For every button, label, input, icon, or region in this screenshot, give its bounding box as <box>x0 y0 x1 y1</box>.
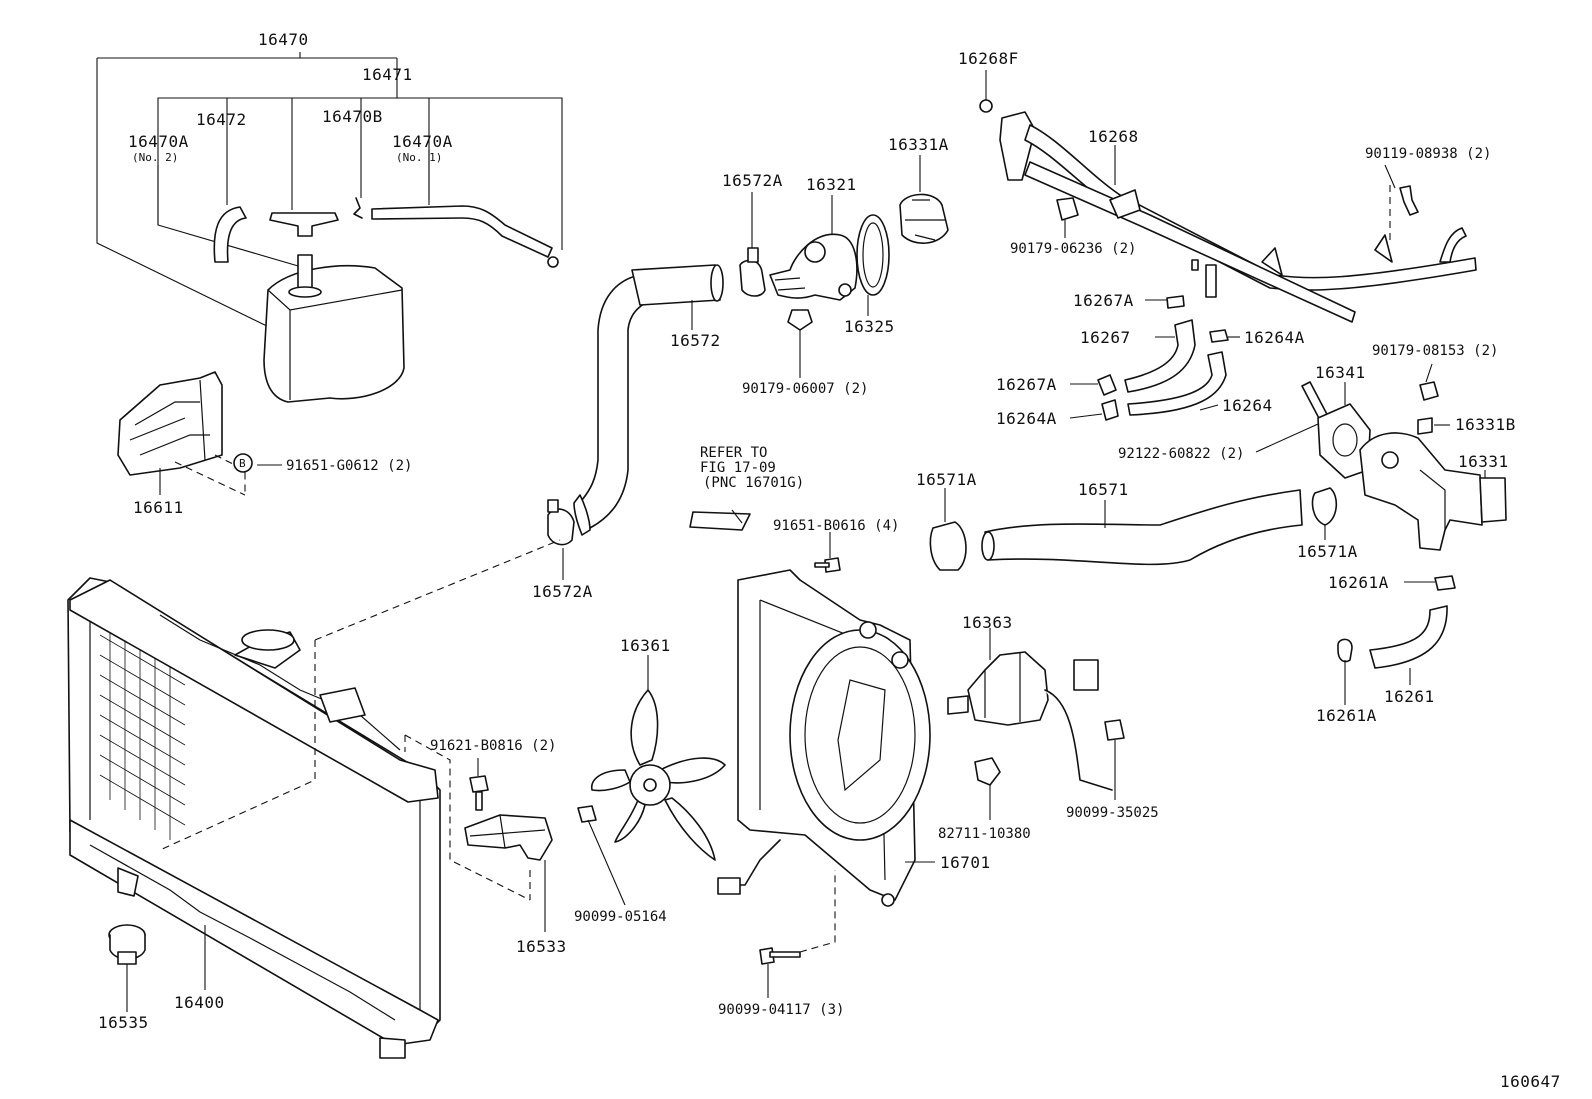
drain-cock-16535 <box>108 924 146 965</box>
label-16472: 16472 <box>196 110 247 129</box>
label-16268: 16268 <box>1088 127 1139 146</box>
label-16572a-top: 16572A <box>722 171 783 190</box>
hose-16264 <box>1101 329 1229 421</box>
nut-90179-06236 <box>1056 197 1079 221</box>
fan-motor-16363 <box>947 651 1113 791</box>
label-90119-08938: 90119-08938 (2) <box>1365 146 1491 162</box>
label-no2: (No. 2) <box>132 151 178 164</box>
gasket-16325 <box>856 214 890 296</box>
label-90179-06236: 90179-06236 (2) <box>1010 241 1136 257</box>
label-16264a-right: 16264A <box>1244 328 1305 347</box>
label-82711-10380: 82711-10380 <box>938 826 1031 842</box>
radiator-bracket-16533 <box>464 814 553 861</box>
label-16470: 16470 <box>258 30 309 49</box>
seal-16331b <box>1417 417 1433 435</box>
connector-82711-10380 <box>974 757 1001 786</box>
refer-note-line3: (PNC 16701G) <box>703 475 804 491</box>
bolt-91621-b0816 <box>469 775 489 793</box>
reservoir-hose-16472 <box>213 206 247 263</box>
refer-note-line2: FIG 17-09 <box>700 460 776 476</box>
clamp-16571a-left <box>929 521 967 571</box>
nut-90099-05164 <box>577 805 597 823</box>
water-outlet-16321 <box>769 233 858 301</box>
bolt-91651-b0616 <box>824 557 841 573</box>
clamp-90099-35025 <box>1104 719 1125 741</box>
fan-shroud-16701 <box>717 569 931 907</box>
label-16361: 16361 <box>620 636 671 655</box>
label-16470a-no1: 16470A <box>392 132 453 151</box>
thermostat-16331a <box>899 193 949 244</box>
upper-radiator-hose-16572 <box>573 264 724 536</box>
label-16331: 16331 <box>1458 452 1509 471</box>
fan-shroud-reference-part <box>689 511 751 531</box>
label-16572: 16572 <box>670 331 721 350</box>
label-16471: 16471 <box>362 65 413 84</box>
label-16572a-bottom: 16572A <box>532 582 593 601</box>
label-16341: 16341 <box>1315 363 1366 382</box>
label-16267a-top: 16267A <box>1073 291 1134 310</box>
label-16267: 16267 <box>1080 328 1131 347</box>
label-16264: 16264 <box>1222 396 1273 415</box>
label-16264a-left: 16264A <box>996 409 1057 428</box>
radiator-16400 <box>67 539 561 1059</box>
label-90179-06007: 90179-06007 (2) <box>742 381 868 397</box>
label-16533: 16533 <box>516 937 567 956</box>
clamp-16571a-right <box>1311 487 1338 526</box>
hose-16261 <box>1369 605 1448 669</box>
nut-90179-06007 <box>787 309 813 331</box>
part-labels: 16470 16471 16472 16470B 16470A (No. 2) … <box>98 30 1561 1091</box>
label-16535: 16535 <box>98 1013 149 1032</box>
lower-radiator-hose-16571 <box>981 489 1303 566</box>
label-90099-05164: 90099-05164 <box>574 909 667 925</box>
bolt-90119-08938 <box>1399 185 1419 216</box>
label-91651-b0616: 91651-B0616 (4) <box>773 518 899 534</box>
label-16611: 16611 <box>133 498 184 517</box>
label-91621-b0816: 91621-B0816 (2) <box>430 738 556 754</box>
label-16571a-right: 16571A <box>1297 542 1358 561</box>
clamp-16261a-top <box>1434 575 1456 591</box>
overflow-hose-16470a <box>371 205 553 258</box>
leader-lines <box>126 70 1486 1012</box>
hose-16267 <box>1097 295 1196 396</box>
water-bypass-pipe-16268 <box>979 99 1477 323</box>
reservoir-group <box>96 52 563 403</box>
bracket-16611 <box>117 371 253 496</box>
figure-id: 160647 <box>1500 1072 1561 1091</box>
label-16261a-top: 16261A <box>1328 573 1389 592</box>
label-16321: 16321 <box>806 175 857 194</box>
label-91651-g0612: 91651-G0612 (2) <box>286 458 412 474</box>
label-16331b: 16331B <box>1455 415 1516 434</box>
label-92122-60822: 92122-60822 (2) <box>1118 446 1244 462</box>
label-16331a: 16331A <box>888 135 949 154</box>
label-16400: 16400 <box>174 993 225 1012</box>
label-16470a-no2: 16470A <box>128 132 189 151</box>
clamp-16572a-bottom <box>547 499 575 546</box>
label-16261a-bottom: 16261A <box>1316 706 1377 725</box>
reservoir-cap <box>269 212 339 237</box>
label-90179-08153: 90179-08153 (2) <box>1372 343 1498 359</box>
clamp-16261a-bottom <box>1337 638 1353 663</box>
label-16363: 16363 <box>962 613 1013 632</box>
badge-b: B <box>239 457 246 470</box>
water-inlet-16331 <box>1359 432 1507 551</box>
clip-16470b <box>353 197 363 219</box>
label-16701: 16701 <box>940 853 991 872</box>
label-16268f: 16268F <box>958 49 1019 68</box>
clamp-16572a-top <box>739 247 766 297</box>
label-16571a-left: 16571A <box>916 470 977 489</box>
label-16470b: 16470B <box>322 107 383 126</box>
label-16571: 16571 <box>1078 480 1129 499</box>
reservoir-tank <box>263 265 405 403</box>
label-16325: 16325 <box>844 317 895 336</box>
label-16261: 16261 <box>1384 687 1435 706</box>
refer-note-line1: REFER TO <box>700 445 767 461</box>
label-16267a-mid: 16267A <box>996 375 1057 394</box>
label-90099-04117: 90099-04117 (3) <box>718 1002 844 1018</box>
nut-90179-08153 <box>1419 381 1439 401</box>
label-no1: (No. 1) <box>396 151 442 164</box>
label-90099-35025: 90099-35025 <box>1066 805 1159 821</box>
cooling-fan-16361 <box>591 689 726 861</box>
